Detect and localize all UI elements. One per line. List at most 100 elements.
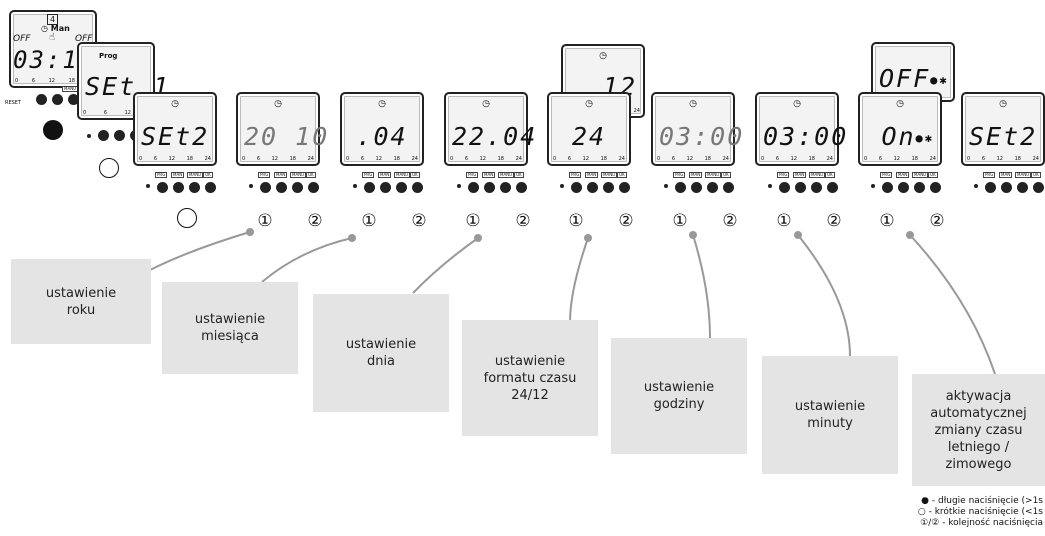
- key-label-prog: PRG: [466, 172, 479, 178]
- esc-key[interactable]: [292, 182, 303, 193]
- status-led: [249, 184, 253, 188]
- ok-key[interactable]: [516, 182, 527, 193]
- prog-key[interactable]: [571, 182, 582, 193]
- key-label-man: MAN: [896, 172, 910, 178]
- order-marker-second: ②: [515, 211, 531, 231]
- key-label-ok: OK: [721, 172, 731, 178]
- prog-key[interactable]: [157, 182, 168, 193]
- prog-key[interactable]: [36, 94, 47, 105]
- ok-key[interactable]: [308, 182, 319, 193]
- clock-icon: ◷: [599, 51, 607, 61]
- screen-value: OFF●✱: [879, 64, 949, 93]
- esc-key[interactable]: [68, 94, 79, 105]
- key-label-manu: MANU: [809, 172, 826, 178]
- esc-key[interactable]: [396, 182, 407, 193]
- key-label-prog: PRG: [258, 172, 271, 178]
- key-label-man: MAN: [793, 172, 807, 178]
- prog-key[interactable]: [468, 182, 479, 193]
- esc-key[interactable]: [603, 182, 614, 193]
- hand-icon: ☝: [49, 32, 56, 43]
- key-label-ok: OK: [306, 172, 316, 178]
- key-label-man: MAN: [171, 172, 185, 178]
- man-key[interactable]: [1001, 182, 1012, 193]
- ok-key[interactable]: [205, 182, 216, 193]
- key-label-ok: OK: [617, 172, 627, 178]
- clock-icon: ◷: [793, 99, 801, 109]
- man-key[interactable]: [276, 182, 287, 193]
- ok-key[interactable]: [930, 182, 941, 193]
- prog-key[interactable]: [779, 182, 790, 193]
- description-month: ustawienie miesiąca: [162, 282, 298, 374]
- ok-key[interactable]: [1033, 182, 1044, 193]
- key-label-manu: MANU: [187, 172, 204, 178]
- status-led: [353, 184, 357, 188]
- key-label-manu: MANU: [290, 172, 307, 178]
- order-marker-second: ②: [411, 211, 427, 231]
- man-key[interactable]: [380, 182, 391, 193]
- prog-key[interactable]: [364, 182, 375, 193]
- esc-key[interactable]: [189, 182, 200, 193]
- ok-key[interactable]: [619, 182, 630, 193]
- esc-key[interactable]: [811, 182, 822, 193]
- esc-key[interactable]: [707, 182, 718, 193]
- status-led: [974, 184, 978, 188]
- esc-key[interactable]: [914, 182, 925, 193]
- key-label-ok: OK: [410, 172, 420, 178]
- man-key[interactable]: [691, 182, 702, 193]
- prog-key[interactable]: [260, 182, 271, 193]
- esc-key[interactable]: [500, 182, 511, 193]
- man-key[interactable]: [52, 94, 63, 105]
- status-led: [768, 184, 772, 188]
- status-led: [560, 184, 564, 188]
- clock-icon: ◷: [482, 99, 490, 109]
- ok-key[interactable]: [827, 182, 838, 193]
- status-led: [146, 184, 150, 188]
- prog-key[interactable]: [882, 182, 893, 193]
- man-key[interactable]: [898, 182, 909, 193]
- sun-icon: ●✱: [930, 73, 949, 87]
- clock-icon: ◷: [378, 99, 386, 109]
- key-label-man: MAN: [274, 172, 288, 178]
- program-number: 4: [47, 14, 59, 25]
- ok-key[interactable]: [723, 182, 734, 193]
- prog-key[interactable]: [98, 130, 109, 141]
- legend-long-press: ● - długie naciśnięcie (>1s: [921, 496, 1043, 506]
- prog-key[interactable]: [985, 182, 996, 193]
- screen-value: 20 10: [244, 122, 330, 151]
- key-label-manu: MANU: [1015, 172, 1032, 178]
- man-key[interactable]: [795, 182, 806, 193]
- man-key[interactable]: [484, 182, 495, 193]
- ok-key[interactable]: [412, 182, 423, 193]
- key-label-manu: MANU: [394, 172, 411, 178]
- key-label-ok: OK: [825, 172, 835, 178]
- reset-label: RESET: [5, 100, 22, 106]
- screen-value: 24: [571, 122, 607, 151]
- screen-value: SEt2: [969, 122, 1038, 151]
- man-key[interactable]: [587, 182, 598, 193]
- key-label-ok: OK: [203, 172, 213, 178]
- key-label-prog: PRG: [983, 172, 996, 178]
- man-key[interactable]: [114, 130, 125, 141]
- clock-icon: ◷: [896, 99, 904, 109]
- prog-key[interactable]: [675, 182, 686, 193]
- legend-order: ①/② - kolejność naciśnięcia: [920, 518, 1043, 528]
- screen-value: On●✱: [881, 122, 934, 151]
- man-key[interactable]: [173, 182, 184, 193]
- esc-key[interactable]: [1017, 182, 1028, 193]
- key-label-man: MAN: [585, 172, 599, 178]
- clock-icon: ◷: [689, 99, 697, 109]
